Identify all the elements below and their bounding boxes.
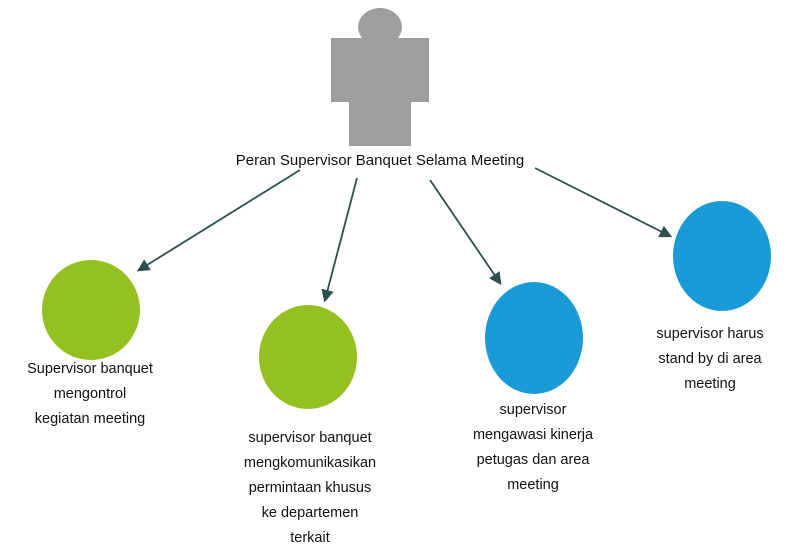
node-label-4: supervisor harus stand by di area meetin… [635, 322, 785, 397]
node-label-3: supervisor mengawasi kinerja petugas dan… [448, 398, 618, 498]
node-label-line: meeting [684, 376, 736, 392]
node-label-line: mengawasi kinerja [472, 427, 594, 443]
node-circle-1 [42, 260, 140, 360]
node-label-line: petugas dan area [476, 452, 590, 468]
node-label-1: Supervisor banquet mengontrol kegiatan m… [0, 357, 180, 432]
node-label-line: stand by di area [658, 351, 762, 367]
root-label: Peran Supervisor Banquet Selama Meeting [235, 152, 525, 169]
node-label-line: Supervisor banquet [27, 361, 153, 377]
node-label-2: supervisor banquet mengkomunikasikan per… [215, 426, 405, 551]
arrow-to-node-3 [429, 179, 502, 286]
node-circle-4 [673, 201, 771, 311]
arrow-to-node-1 [136, 169, 301, 272]
node-label-line: kegiatan meeting [34, 411, 146, 427]
arrow-to-node-2 [321, 177, 358, 303]
person-icon [331, 8, 429, 146]
arrow-to-node-4 [534, 167, 673, 238]
node-circle-2 [259, 305, 357, 409]
node-circle-3 [485, 282, 583, 394]
node-label-line: mengontrol [53, 386, 127, 402]
node-label-line: supervisor banquet [248, 430, 372, 446]
node-label-line: permintaan khusus [248, 480, 372, 496]
node-label-line: supervisor [499, 402, 567, 418]
node-label-line: mengkomunikasikan [243, 455, 377, 471]
node-label-line: terkait [290, 530, 330, 546]
node-label-line: ke departemen [261, 505, 359, 521]
node-label-line: supervisor harus [656, 326, 764, 342]
node-label-line: meeting [507, 477, 559, 493]
